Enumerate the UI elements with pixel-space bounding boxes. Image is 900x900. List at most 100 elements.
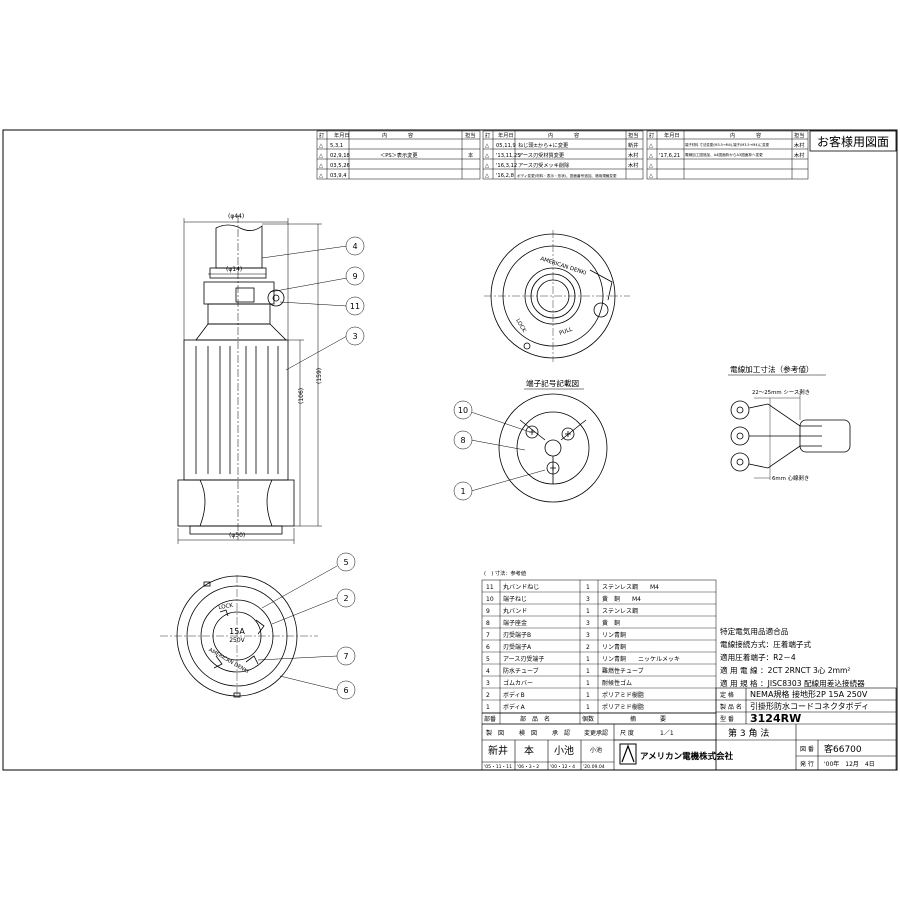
svg-text:△: △	[649, 173, 653, 179]
svg-text:AMERICAN DENKI: AMERICAN DENKI	[539, 256, 587, 277]
svg-text:△: △	[319, 153, 323, 159]
svg-text:内 容: 内 容	[382, 131, 413, 139]
svg-text:1／1: 1／1	[660, 730, 674, 737]
side-view-callouts	[261, 236, 365, 371]
parts-cell-no: 11	[486, 584, 494, 591]
svg-text:9: 9	[352, 272, 357, 281]
svg-text:3: 3	[352, 332, 357, 341]
svg-text:3124RW: 3124RW	[750, 712, 801, 725]
top-view	[484, 230, 630, 362]
parts-cell-name: 防水チューブ	[503, 667, 539, 675]
svg-text:年月日: 年月日	[334, 131, 350, 139]
svg-text:木村: 木村	[628, 151, 638, 159]
svg-text:△: △	[485, 173, 489, 179]
svg-text:個数: 個数	[582, 715, 594, 723]
face-view	[160, 575, 318, 698]
parts-header: 部番 部 品 名 個数 摘 要	[484, 715, 666, 723]
svg-text:訂: 訂	[649, 131, 654, 139]
svg-text:'00年 12月 4日: '00年 12月 4日	[824, 760, 875, 768]
dim-body-label: (106)	[298, 388, 305, 404]
svg-text:＜PS＞表示変更: ＜PS＞表示変更	[380, 151, 418, 159]
terminal-view	[498, 393, 608, 503]
parts-cell-name: 丸バンドねじ	[503, 583, 539, 591]
svg-text:2: 2	[343, 594, 348, 603]
svg-text:(φ50): (φ50)	[229, 532, 245, 539]
parts-cell-no: 1	[486, 704, 490, 711]
svg-text:10: 10	[458, 406, 468, 415]
parts-cell-qty: 3	[586, 620, 590, 627]
title-block	[481, 687, 897, 771]
title-block-text: 定 格 NEMA規格 接地形2P 15A 250V 製 品 名 引掛形防水コード…	[484, 689, 875, 770]
parts-cell-qty: 3	[586, 596, 590, 603]
parts-cell-material: リン青銅	[602, 631, 626, 639]
svg-text:(φ14): (φ14)	[226, 266, 242, 273]
svg-text:新井: 新井	[488, 744, 508, 757]
parts-cell-name: 端子座金	[503, 619, 527, 627]
revision-table-1	[316, 130, 481, 180]
svg-text:部番: 部番	[484, 715, 496, 723]
svg-text:木村: 木村	[794, 151, 804, 159]
svg-text:'06・3・2: '06・3・2	[517, 764, 539, 770]
revision-table-3	[646, 130, 809, 180]
svg-text:ボディ変更(材料・表示・形状)、図面番号追加、適用規格変更: ボディ変更(材料・表示・形状)、図面番号追加、適用規格変更	[517, 173, 617, 178]
svg-text:8: 8	[460, 436, 465, 445]
svg-text:型 番: 型 番	[720, 715, 734, 723]
parts-cell-qty: 1	[586, 584, 590, 591]
parts-cell-no: 6	[486, 644, 490, 651]
svg-text:本: 本	[468, 151, 473, 159]
svg-text:11: 11	[350, 302, 360, 311]
svg-text:6: 6	[343, 686, 348, 695]
parts-cell-name: 丸バンド	[503, 607, 527, 615]
svg-text:03,9,4: 03,9,4	[330, 173, 347, 179]
face-view-callout-labels: 5 2 7 6	[343, 558, 348, 695]
parts-cell-material: 耐候性ゴム	[602, 679, 632, 687]
parts-cell-material: ステンレス鋼 M4	[602, 583, 659, 591]
svg-text:△: △	[485, 153, 489, 159]
svg-text:発 行: 発 行	[800, 760, 814, 768]
face-view-callouts	[257, 552, 356, 700]
terminal-view-title: 端子記号記載図	[526, 378, 579, 388]
svg-text:木村: 木村	[628, 161, 638, 169]
parts-cell-material: 難燃性チューブ	[602, 667, 644, 675]
svg-text:検 図: 検 図	[519, 729, 537, 737]
svg-text:摘 要: 摘 要	[630, 715, 666, 723]
svg-text:第 3 角 法: 第 3 角 法	[728, 727, 769, 739]
dim-total-label: (159)	[316, 368, 323, 384]
wire-view	[730, 394, 851, 480]
parts-cell-no: 5	[486, 656, 490, 663]
parts-cell-name: ボディA	[503, 703, 526, 711]
svg-text:客66700: 客66700	[824, 743, 862, 755]
parts-row-lines	[482, 591, 716, 701]
title-tag-box	[809, 130, 897, 152]
parts-cell-material: リン青銅	[602, 643, 626, 651]
svg-text:15A: 15A	[229, 627, 245, 636]
company-logo	[619, 743, 637, 765]
parts-cell-no: 9	[486, 608, 490, 615]
parts-cell-name: アース刃受端子	[503, 655, 544, 663]
svg-text:担当: 担当	[794, 131, 804, 139]
svg-text:LOCK: LOCK	[514, 318, 527, 334]
svg-text:適 用 規 格 ：JISC8303 配線用差込接続器: 適 用 規 格 ：JISC8303 配線用差込接続器	[720, 678, 865, 688]
svg-text:電線加工図追加、A4図面枠からA3図面枠へ変更: 電線加工図追加、A4図面枠からA3図面枠へ変更	[685, 152, 763, 157]
svg-text:7: 7	[343, 652, 348, 661]
svg-text:年月日: 年月日	[664, 131, 680, 139]
parts-note: ( ) 寸法：参考値	[484, 569, 526, 577]
parts-cell-material: 黄 銅 M4	[602, 595, 641, 603]
svg-text:適用圧着端子：R2－4: 適用圧着端子：R2－4	[720, 652, 796, 662]
parts-cell-no: 7	[486, 632, 490, 639]
svg-text:端子材料 寸法変更(M3.5→M4),端子(M3.5→M4): 端子材料 寸法変更(M3.5→M4),端子(M3.5→M4)に変更	[685, 142, 770, 147]
parts-cell-qty: 3	[586, 632, 590, 639]
svg-text:5: 5	[343, 558, 348, 567]
svg-text:新井: 新井	[628, 141, 638, 149]
svg-text:△: △	[649, 143, 653, 149]
svg-text:部 品 名: 部 品 名	[520, 715, 550, 723]
svg-text:'20.09.04: '20.09.04	[583, 764, 605, 770]
svg-text:ねじ頭±から+に変更: ねじ頭±から+に変更	[518, 141, 569, 149]
parts-cell-name: 端子ねじ	[503, 595, 527, 603]
svg-text:NEMA規格 接地形2P 15A 250V: NEMA規格 接地形2P 15A 250V	[750, 689, 868, 699]
side-view	[177, 215, 295, 540]
svg-text:△: △	[485, 163, 489, 169]
side-view-dim-labels: (φ44) (φ14) (φ50)	[226, 213, 245, 539]
